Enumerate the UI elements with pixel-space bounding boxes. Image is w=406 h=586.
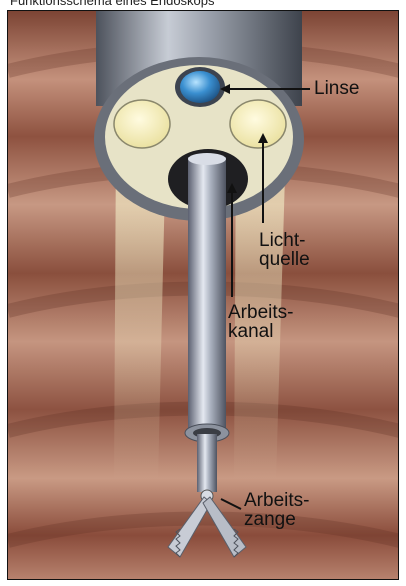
- top-caption-strip: Funktionsschema eines Endoskops: [0, 0, 406, 10]
- instrument-rod: [188, 157, 226, 435]
- label-light-source: Licht- quelle: [259, 231, 310, 269]
- top-caption: Funktionsschema eines Endoskops: [10, 0, 215, 8]
- label-lens: Linse: [314, 79, 359, 98]
- endoscope-diagram: Linse Licht- quelle Arbeits- kanal Arbei…: [7, 10, 399, 580]
- light-source-right: [230, 100, 286, 148]
- label-working-channel: Arbeits- kanal: [228, 303, 293, 341]
- lens: [180, 71, 220, 103]
- label-forceps: Arbeits- zange: [244, 491, 309, 529]
- rod-top: [188, 153, 226, 165]
- light-source-left: [114, 100, 170, 148]
